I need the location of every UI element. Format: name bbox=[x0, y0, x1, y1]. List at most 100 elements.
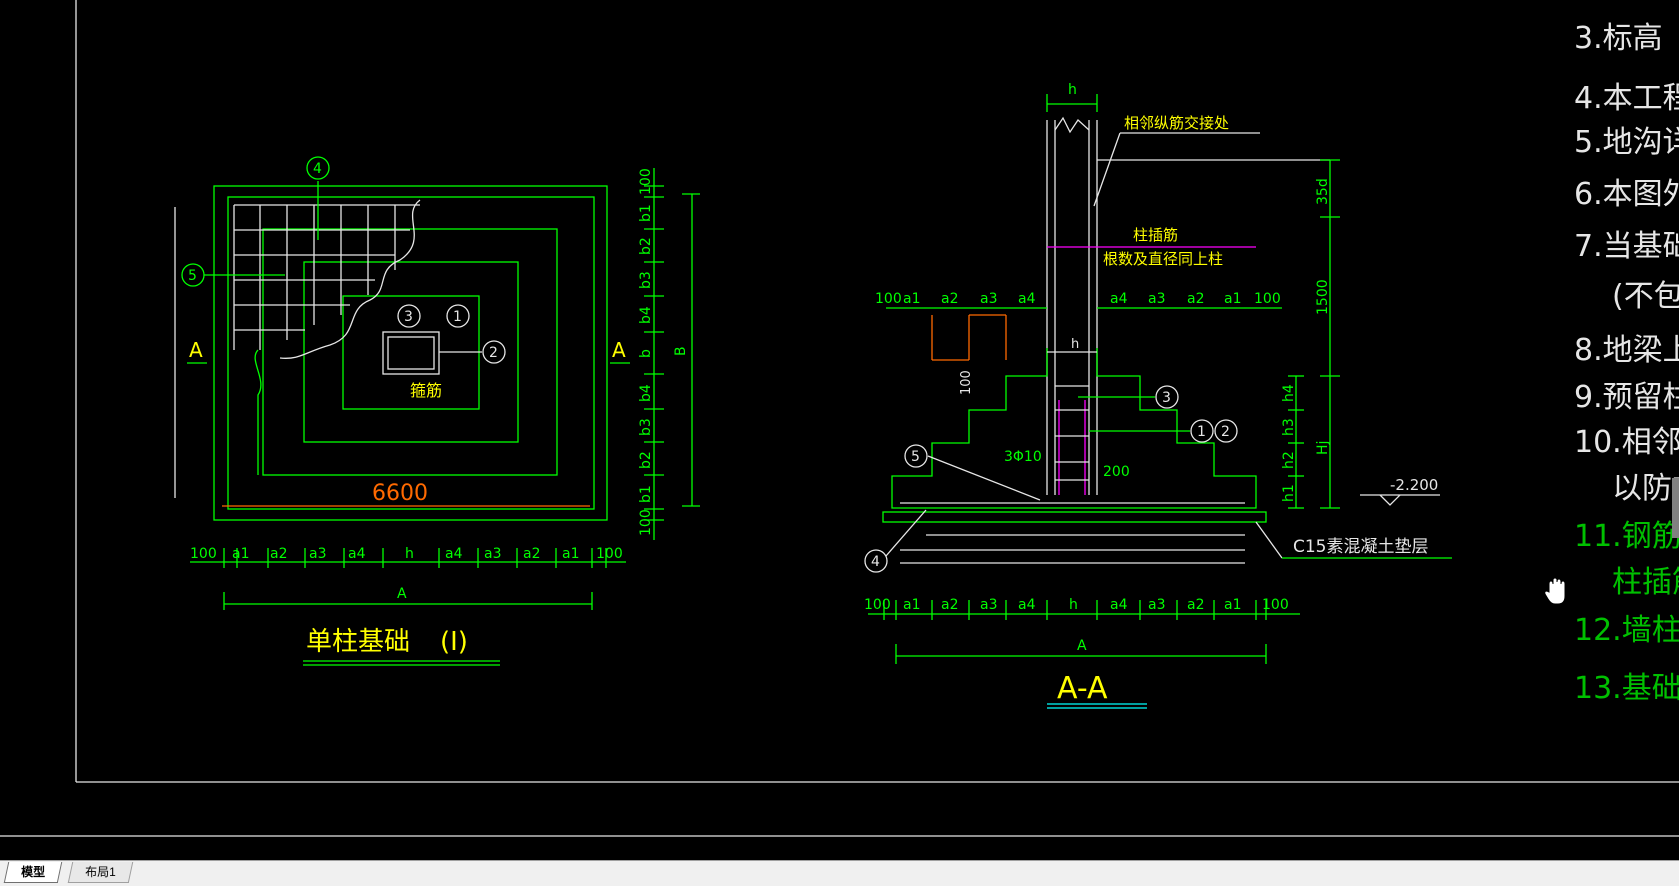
plan-title: 单柱基础 bbox=[306, 627, 410, 657]
bottom-bars bbox=[900, 502, 1245, 564]
step1-outline bbox=[227, 196, 595, 510]
plan-bottom-dim-labels: 100 a1 a2 a3 a4 h a4 a3 a2 a1 100 bbox=[190, 546, 623, 562]
svg-text:a1: a1 bbox=[1224, 597, 1242, 613]
pan-hand-icon bbox=[1544, 577, 1566, 605]
cushion-layer bbox=[882, 511, 1267, 523]
svg-text:a4: a4 bbox=[348, 546, 366, 562]
notes-column: 3.标高 4.本工程 5.地沟详 6.本图外 7.当基础 (不包 8.地梁上 9… bbox=[1574, 21, 1679, 706]
section-view: h 相邻纵筋交接处 柱插筋 根数及直径同上柱 35d 1500 h4 h3 h bbox=[864, 82, 1452, 709]
plan-overall-A: A bbox=[397, 586, 407, 602]
note-9: 9.预留柱 bbox=[1574, 380, 1679, 415]
column-stirrup bbox=[387, 336, 435, 370]
note-8: 8.地梁上 bbox=[1574, 333, 1679, 368]
svg-text:b4: b4 bbox=[638, 306, 654, 324]
cad-drawing[interactable]: 6600 A A 4 5 3 1 2 箍筋 bbox=[0, 0, 1679, 860]
note-7-cont: (不包 bbox=[1612, 279, 1679, 314]
svg-text:a3: a3 bbox=[980, 291, 998, 307]
note-13: 13.基础 bbox=[1574, 671, 1679, 706]
bubble-4 bbox=[306, 156, 330, 180]
tab-layout1[interactable]: 布局1 bbox=[67, 862, 133, 883]
svg-text:a3: a3 bbox=[1148, 291, 1166, 307]
note-12: 12.墙柱 bbox=[1574, 613, 1679, 648]
section-bubble-5 bbox=[904, 444, 928, 468]
svg-text:100: 100 bbox=[959, 370, 974, 395]
section-bubble-3 bbox=[1155, 385, 1179, 409]
svg-text:b2: b2 bbox=[638, 237, 654, 255]
section-mark-right: A bbox=[612, 338, 626, 362]
svg-text:h4: h4 bbox=[1281, 384, 1297, 402]
svg-text:a4: a4 bbox=[1110, 291, 1128, 307]
note-11: 11.钢筋 bbox=[1574, 519, 1679, 554]
svg-text:h: h bbox=[1069, 597, 1078, 613]
svg-text:100: 100 bbox=[1254, 291, 1281, 307]
svg-text:1: 1 bbox=[453, 309, 462, 325]
svg-text:a4: a4 bbox=[1018, 597, 1036, 613]
column-section bbox=[382, 331, 440, 375]
svg-text:b2: b2 bbox=[638, 451, 654, 469]
svg-text:a2: a2 bbox=[941, 597, 959, 613]
svg-text:100: 100 bbox=[1262, 597, 1289, 613]
svg-text:h3: h3 bbox=[1281, 418, 1297, 436]
drawing-canvas[interactable]: 6600 A A 4 5 3 1 2 箍筋 bbox=[0, 0, 1679, 860]
svg-text:3: 3 bbox=[1162, 390, 1171, 406]
svg-text:a2: a2 bbox=[270, 546, 288, 562]
svg-text:1500: 1500 bbox=[1315, 279, 1331, 315]
section-mark-left: A bbox=[189, 338, 203, 362]
svg-text:b3: b3 bbox=[638, 418, 654, 436]
bubble-3 bbox=[397, 304, 421, 328]
svg-text:3: 3 bbox=[404, 309, 413, 325]
section-bubble-1 bbox=[1190, 419, 1214, 443]
dim-6600: 6600 bbox=[372, 481, 428, 506]
svg-text:b4: b4 bbox=[638, 384, 654, 402]
svg-text:a1: a1 bbox=[562, 546, 580, 562]
footing-steps bbox=[891, 348, 1257, 509]
plan-right-dim-labels: 100 b1 b2 b3 b4 b b4 b3 b2 b1 100 bbox=[638, 168, 654, 536]
plan-bottom-dim-ticks bbox=[223, 548, 607, 568]
svg-text:a4: a4 bbox=[1110, 597, 1128, 613]
splice-note: 相邻纵筋交接处 bbox=[1124, 114, 1229, 132]
svg-text:2: 2 bbox=[1221, 424, 1230, 440]
svg-text:100: 100 bbox=[596, 546, 623, 562]
svg-text:35d: 35d bbox=[1315, 178, 1331, 205]
break-line bbox=[254, 349, 262, 475]
svg-text:a3: a3 bbox=[309, 546, 327, 562]
svg-text:a1: a1 bbox=[1224, 291, 1242, 307]
note-3: 3.标高 bbox=[1574, 21, 1663, 56]
svg-text:h1: h1 bbox=[1281, 484, 1297, 502]
svg-text:a4: a4 bbox=[1018, 291, 1036, 307]
note-5: 5.地沟详 bbox=[1574, 125, 1679, 160]
svg-text:b: b bbox=[638, 349, 654, 358]
layout-tab-bar: 模型 布局1 bbox=[0, 860, 1679, 886]
note-4: 4.本工程 bbox=[1574, 81, 1679, 116]
tab-model[interactable]: 模型 bbox=[3, 862, 63, 883]
note-7: 7.当基础 bbox=[1574, 229, 1679, 264]
footing-outline bbox=[213, 185, 608, 521]
dowel-note2: 根数及直径同上柱 bbox=[1103, 250, 1223, 268]
svg-text:b3: b3 bbox=[638, 271, 654, 289]
stirrup-label: 箍筋 bbox=[410, 381, 442, 400]
svg-text:100: 100 bbox=[638, 168, 654, 195]
note-10-cont: 以防在 bbox=[1612, 471, 1679, 506]
svg-text:4: 4 bbox=[313, 161, 322, 177]
svg-text:1: 1 bbox=[1197, 424, 1206, 440]
svg-text:100: 100 bbox=[190, 546, 217, 562]
bubble-2 bbox=[482, 340, 506, 364]
vertical-scrollbar-thumb[interactable] bbox=[1672, 478, 1679, 538]
bubble-5 bbox=[181, 263, 205, 287]
svg-text:a1: a1 bbox=[903, 291, 921, 307]
step2-outline bbox=[262, 228, 558, 476]
section-bubble-2 bbox=[1214, 419, 1238, 443]
plan-view: 6600 A A 4 5 3 1 2 箍筋 bbox=[174, 156, 700, 666]
svg-text:5: 5 bbox=[188, 268, 197, 284]
section-top-h: h bbox=[1068, 82, 1077, 98]
dowel-note: 柱插筋 bbox=[1133, 226, 1178, 244]
svg-text:4: 4 bbox=[871, 554, 880, 570]
svg-text:a2: a2 bbox=[1187, 291, 1205, 307]
step3-outline bbox=[303, 261, 519, 443]
svg-text:b1: b1 bbox=[638, 485, 654, 503]
plan-title-suffix: (I) bbox=[440, 627, 468, 657]
bubble-1 bbox=[446, 304, 470, 328]
svg-text:100: 100 bbox=[864, 597, 891, 613]
svg-text:h: h bbox=[1071, 337, 1079, 352]
elevation-label: -2.200 bbox=[1390, 476, 1438, 494]
